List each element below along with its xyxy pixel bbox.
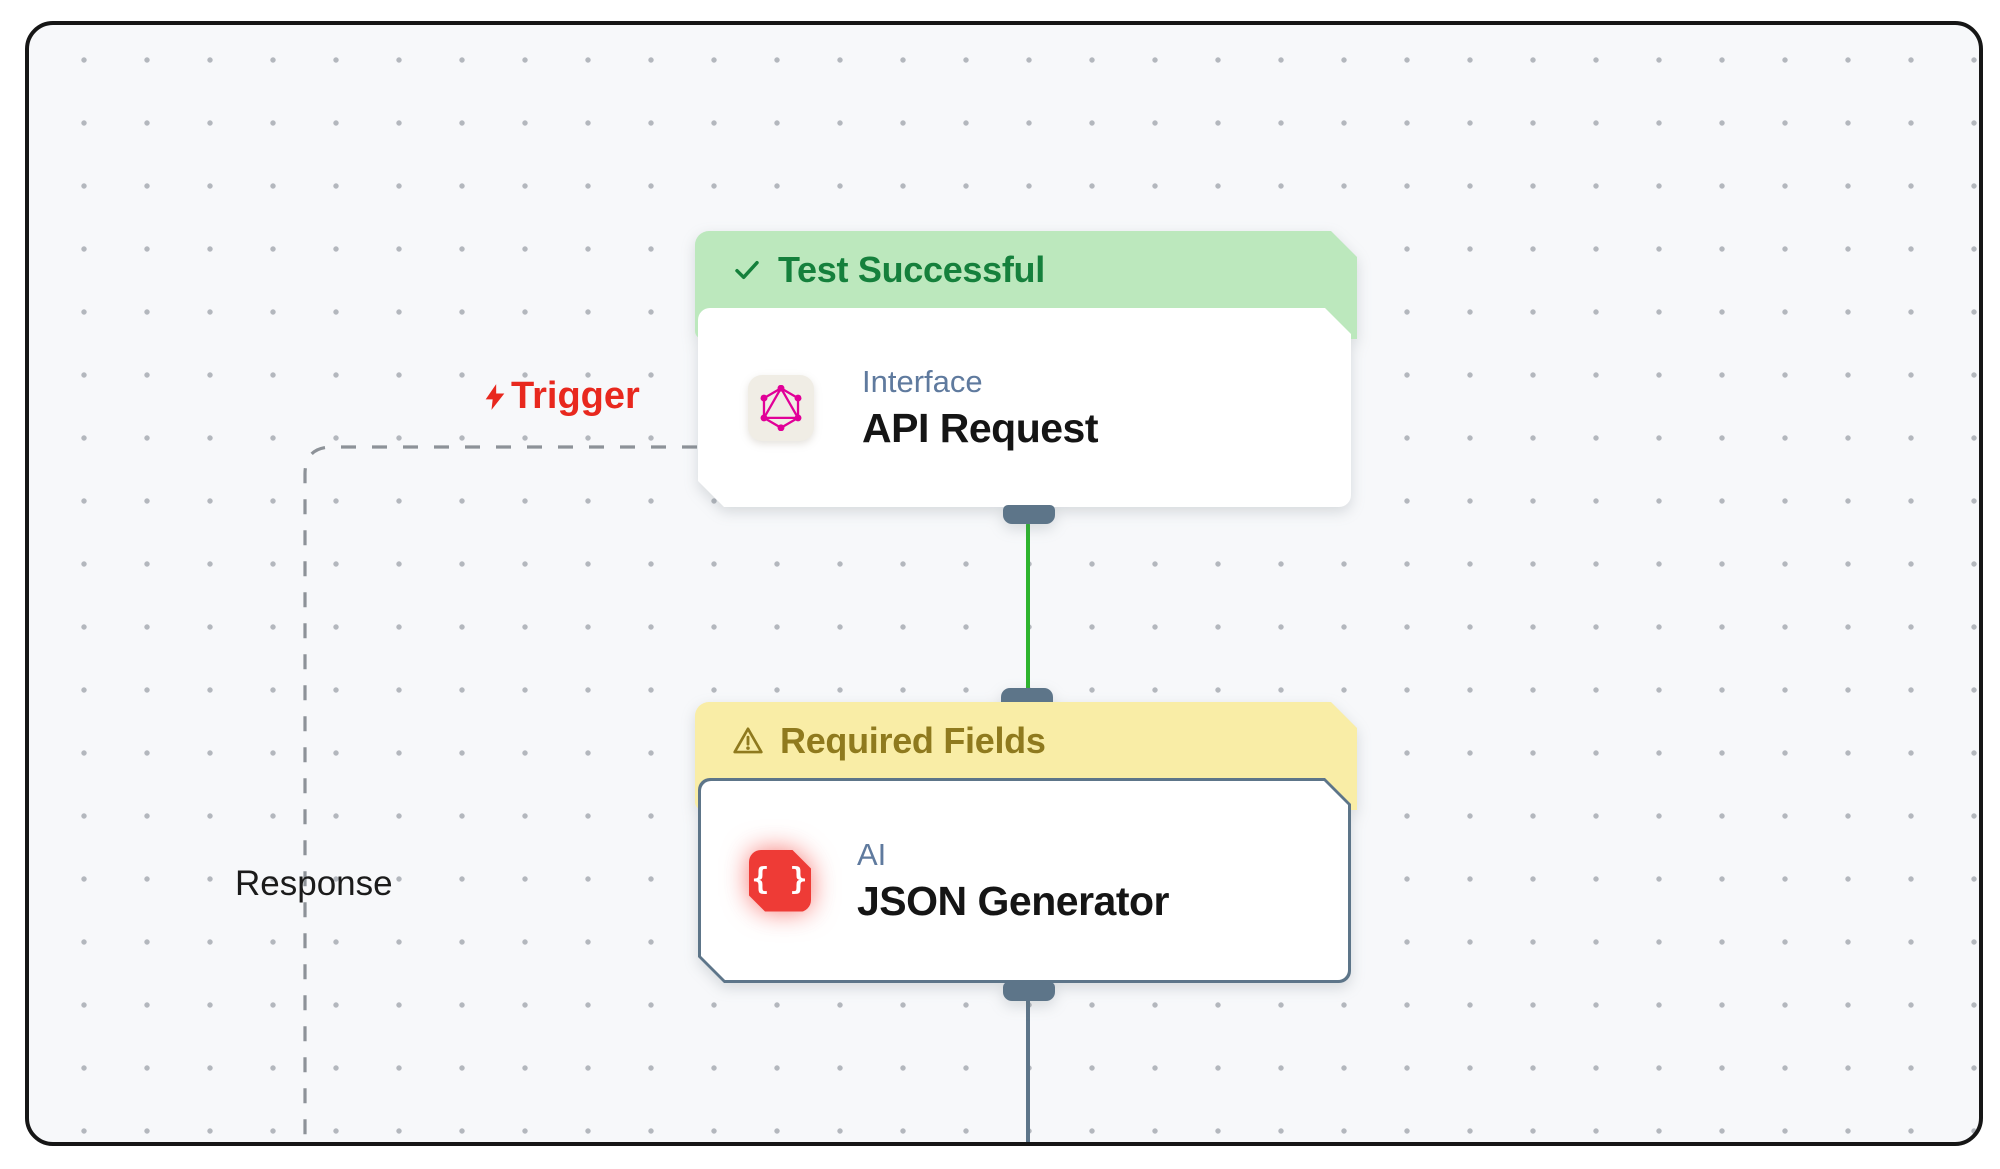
node-category: AI (857, 836, 887, 872)
edge-api-to-json[interactable] (1026, 523, 1030, 691)
node-card-inner: { } AI JSON Generator (701, 781, 1348, 980)
graphql-icon (748, 375, 814, 441)
workflow-canvas[interactable]: Test Successful Interface (25, 21, 1983, 1146)
node-category: Interface (862, 363, 983, 399)
status-text: Test Successful (778, 248, 1045, 290)
check-icon (731, 254, 763, 286)
node-json-generator[interactable]: Required Fields { } AI JSON Generator (695, 688, 1357, 1001)
output-handle-api-request[interactable] (1003, 505, 1055, 524)
status-text: Required Fields (780, 719, 1046, 761)
edge-json-downstream[interactable] (1026, 998, 1030, 1142)
node-text-block: AI JSON Generator (857, 837, 1169, 925)
node-title: JSON Generator (857, 877, 1169, 924)
response-edge-label: Response (235, 864, 393, 903)
json-braces-icon: { } (749, 850, 811, 912)
lightning-icon (485, 383, 505, 410)
output-handle-json-generator[interactable] (1003, 982, 1055, 1001)
node-card-json-generator[interactable]: { } AI JSON Generator (698, 778, 1351, 983)
node-text-block: Interface API Request (862, 364, 1098, 452)
node-card-api-request[interactable]: Interface API Request (698, 308, 1351, 507)
braces-glyph: { } (751, 861, 809, 897)
node-title: API Request (862, 404, 1098, 451)
dashed-edge-path (303, 445, 697, 1142)
status-banner-row: Required Fields (695, 702, 1357, 779)
status-banner-row: Test Successful (695, 231, 1357, 308)
trigger-text: Trigger (511, 375, 640, 417)
warning-icon (731, 724, 765, 758)
trigger-edge-label: Trigger (481, 375, 640, 418)
node-api-request[interactable]: Test Successful Interface (695, 231, 1357, 524)
